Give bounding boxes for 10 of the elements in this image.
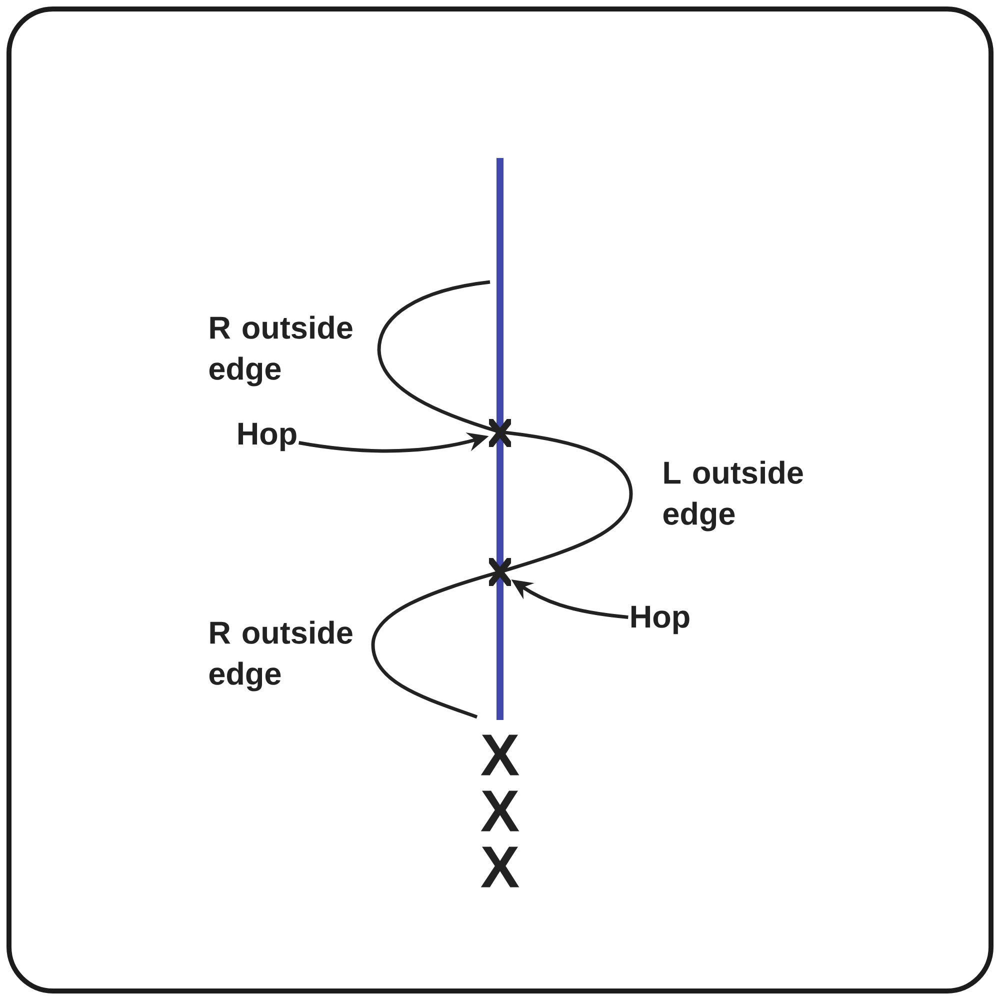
text-label: R outside edge xyxy=(209,316,352,386)
x-mark: X xyxy=(480,846,520,888)
text-label: Hop xyxy=(238,422,296,452)
text-label: R outside edge xyxy=(209,620,352,692)
text-label: Hop xyxy=(632,606,690,634)
x-mark xyxy=(489,558,511,586)
x-mark: X xyxy=(480,790,520,832)
x-mark: X xyxy=(480,734,520,776)
x-mark xyxy=(489,419,511,447)
text-label: L outside edge xyxy=(663,460,803,532)
